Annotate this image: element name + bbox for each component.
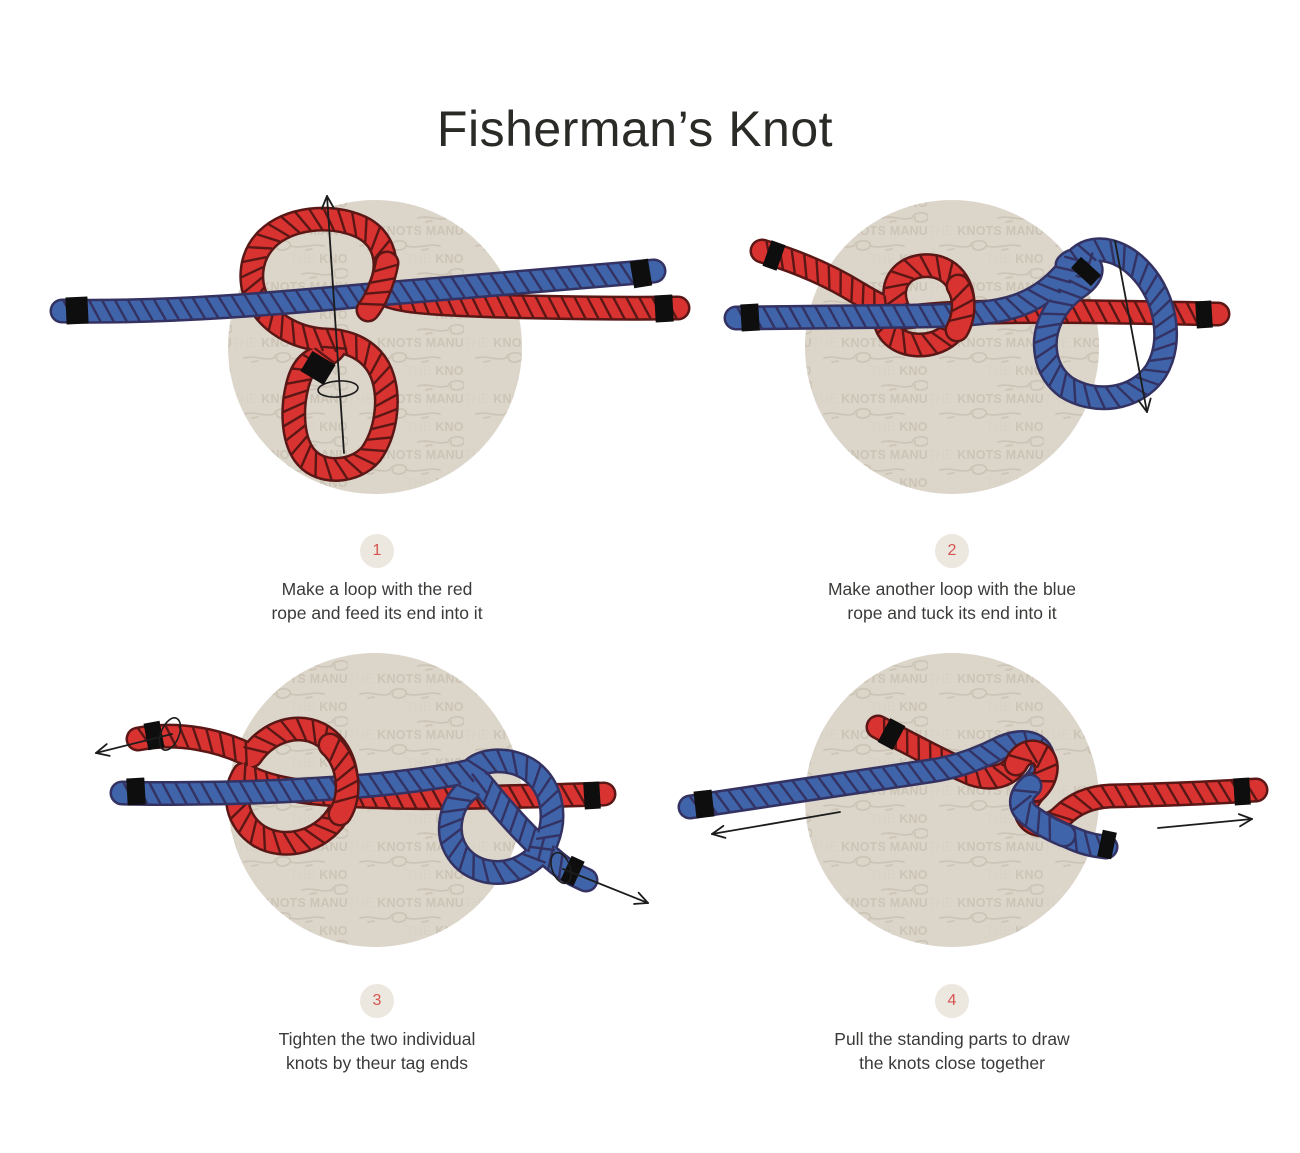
rope-end-tape <box>762 240 786 271</box>
step-4-knot-drawing <box>677 653 1269 947</box>
rope-end-tape <box>740 303 760 332</box>
rope-end-tape <box>654 294 674 323</box>
caption-line: rope and feed its end into it <box>271 603 483 624</box>
step-caption: Pull the standing parts to draw the knots… <box>752 1027 1152 1075</box>
rope-end-tape <box>300 351 336 385</box>
step-number-badge: 1 <box>360 534 394 568</box>
rotation-indicator <box>158 717 182 751</box>
rope-end-tape <box>877 718 906 750</box>
rope-end-tape <box>126 777 146 806</box>
step-caption: Make a loop with the red rope and feed it… <box>177 577 577 625</box>
caption-line: Make a loop with the red <box>281 579 473 599</box>
rope-end-tape <box>1195 300 1213 329</box>
rope-end-tape <box>143 720 165 751</box>
caption-line: Pull the standing parts to draw <box>834 1029 1070 1049</box>
caption-line: rope and tuck its end into it <box>847 603 1057 624</box>
rotation-indicator <box>317 380 359 398</box>
rope-end-tape <box>583 781 601 810</box>
caption-line: knots by theur tag ends <box>286 1053 468 1074</box>
rope-end-tape <box>560 855 585 887</box>
watermark-fill <box>805 653 1099 947</box>
step-1-knot-drawing <box>49 195 691 494</box>
rope-end-tape <box>1233 777 1251 806</box>
step-caption: Tighten the two individual knots by theur… <box>177 1027 577 1075</box>
step-3-knot-drawing <box>95 653 649 947</box>
rope-end-tape <box>1071 256 1101 287</box>
rope-end-tape <box>693 789 715 819</box>
rope-end-tape <box>1097 829 1117 860</box>
caption-line: the knots close together <box>859 1053 1045 1074</box>
step-number-badge: 3 <box>360 984 394 1018</box>
rope-end-tape <box>65 296 89 325</box>
step-number-badge: 2 <box>935 534 969 568</box>
rotation-indicator <box>550 851 572 885</box>
caption-line: Tighten the two individual <box>278 1029 476 1049</box>
step-2-knot-drawing <box>723 200 1231 494</box>
caption-line: Make another loop with the blue <box>827 579 1077 599</box>
step-number-badge: 4 <box>935 984 969 1018</box>
step-caption: Make another loop with the blue rope and … <box>752 577 1152 625</box>
rope-end-tape <box>629 258 653 289</box>
page-title: Fisherman’s Knot <box>436 100 834 157</box>
